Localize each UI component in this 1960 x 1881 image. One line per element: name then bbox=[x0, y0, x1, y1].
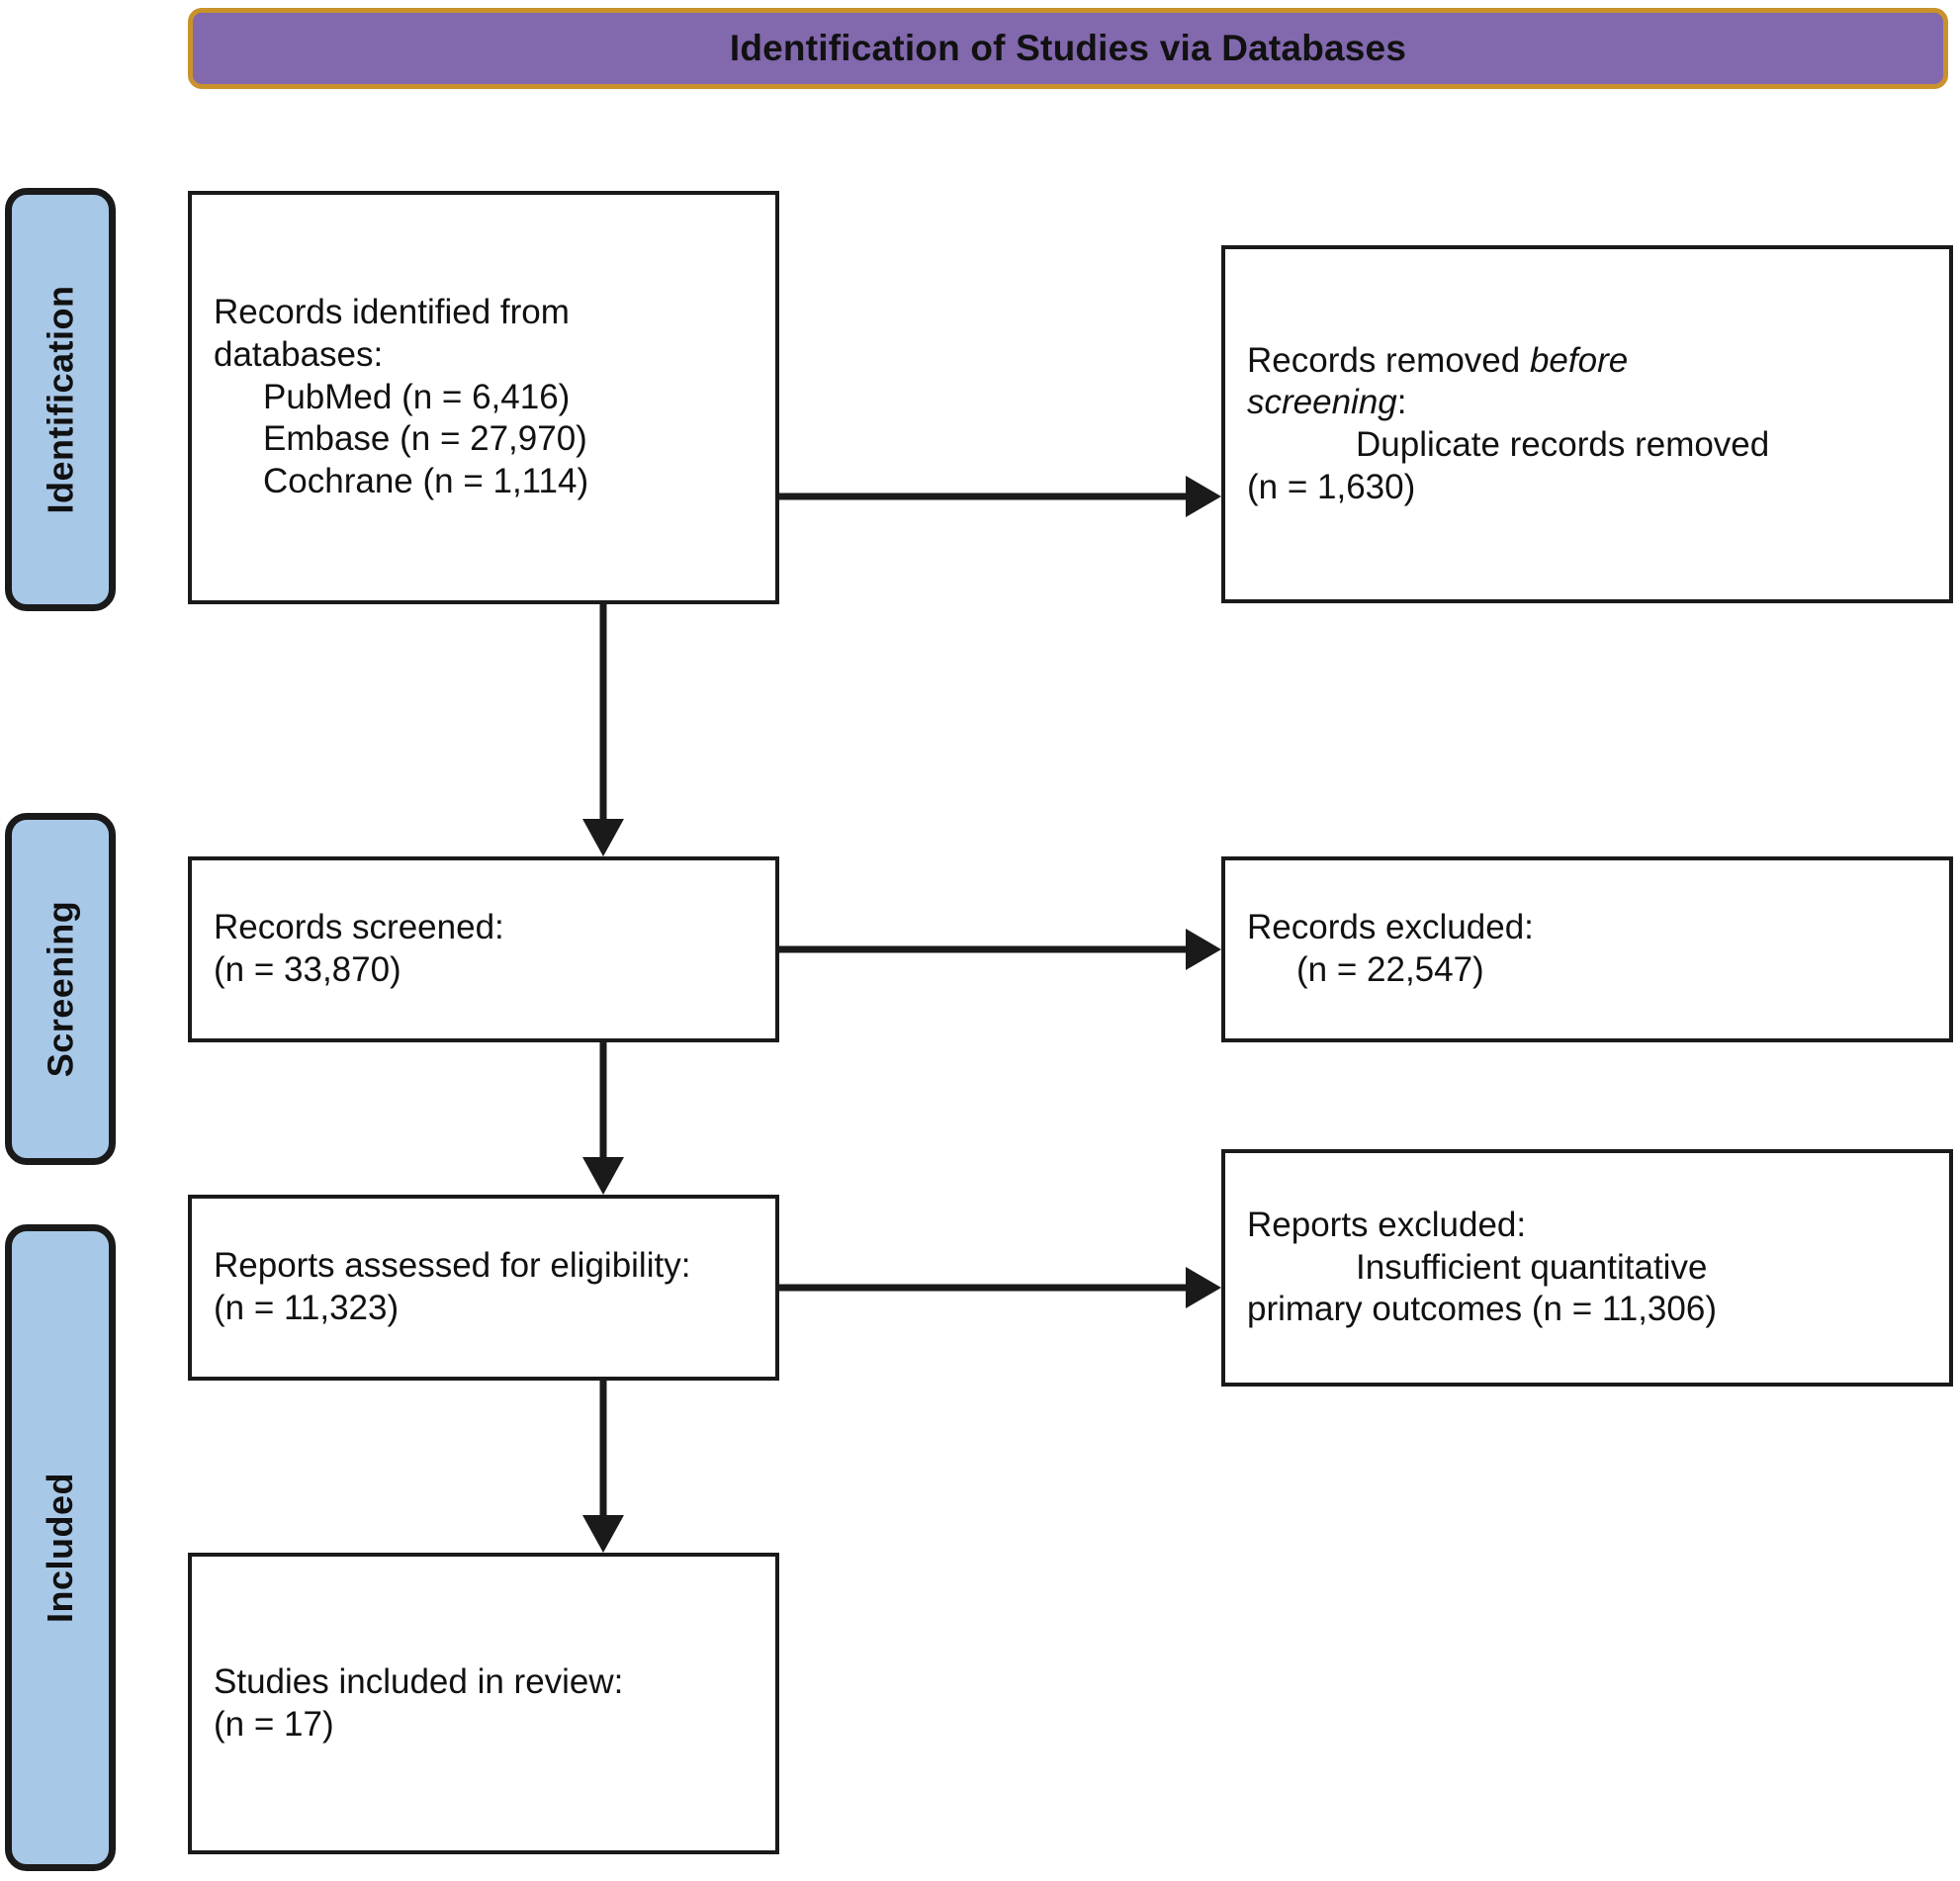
box-records-screened: Records screened: (n = 33,870) bbox=[188, 856, 779, 1042]
records-removed-line-2-italic: screening bbox=[1247, 383, 1397, 422]
stage-label-identification-text: Identification bbox=[40, 285, 80, 514]
box-records-removed-before-screening: Records removed before screening: Duplic… bbox=[1221, 245, 1953, 603]
records-screened-count: (n = 33,870) bbox=[214, 950, 401, 989]
arrowhead-screened-to-eligibility bbox=[582, 1157, 624, 1195]
box-records-identified: Records identified from databases: PubMe… bbox=[188, 191, 779, 604]
records-removed-line-2-post: : bbox=[1396, 383, 1407, 422]
records-identified-line-2: databases: bbox=[214, 334, 384, 374]
box-reports-excluded: Reports excluded: Insufficient quantitat… bbox=[1221, 1149, 1953, 1387]
stage-label-identification: Identification bbox=[5, 188, 116, 611]
studies-included-count: (n = 17) bbox=[214, 1704, 334, 1744]
records-removed-line-1-italic: before bbox=[1529, 340, 1629, 380]
records-identified-line-1: Records identified from bbox=[214, 293, 570, 332]
arrowhead-screened-to-excluded bbox=[1186, 929, 1221, 970]
reports-excluded-label: Reports excluded: bbox=[1247, 1205, 1527, 1244]
stage-label-included-text: Included bbox=[40, 1472, 81, 1624]
arrowhead-identified-to-screened bbox=[582, 819, 624, 856]
records-screened-label: Records screened: bbox=[214, 908, 504, 947]
box-reports-assessed-eligibility: Reports assessed for eligibility: (n = 1… bbox=[188, 1195, 779, 1381]
box-studies-included-text: Studies included in review: (n = 17) bbox=[192, 1661, 775, 1746]
box-records-excluded-text: Records excluded: (n = 22,547) bbox=[1225, 907, 1949, 991]
records-identified-embase: Embase (n = 27,970) bbox=[263, 419, 587, 459]
records-identified-pubmed: PubMed (n = 6,416) bbox=[263, 377, 571, 416]
records-excluded-count: (n = 22,547) bbox=[1296, 950, 1484, 989]
stage-label-screening: Screening bbox=[5, 813, 116, 1165]
records-identified-cochrane: Cochrane (n = 1,114) bbox=[263, 462, 589, 501]
page-title: Identification of Studies via Databases bbox=[729, 28, 1407, 68]
diagram-header-banner: Identification of Studies via Databases bbox=[188, 8, 1948, 89]
studies-included-label: Studies included in review: bbox=[214, 1661, 624, 1701]
records-removed-line-2: screening: bbox=[1247, 382, 1927, 424]
box-reports-excluded-text: Reports excluded: Insufficient quantitat… bbox=[1225, 1205, 1949, 1331]
box-records-identified-text: Records identified from databases: PubMe… bbox=[192, 292, 775, 502]
records-removed-line-1: Records removed before bbox=[1247, 340, 1927, 383]
reports-excluded-reason: Insufficient quantitative bbox=[1356, 1247, 1708, 1287]
arrowhead-identified-to-removed bbox=[1186, 476, 1221, 517]
box-records-removed-text: Records removed before screening: Duplic… bbox=[1225, 340, 1949, 509]
box-reports-assessed-text: Reports assessed for eligibility: (n = 1… bbox=[192, 1245, 775, 1329]
arrowhead-eligibility-to-included bbox=[582, 1515, 624, 1553]
reports-assessed-count: (n = 11,323) bbox=[214, 1289, 400, 1327]
reports-excluded-count: primary outcomes (n = 11,306) bbox=[1247, 1290, 1717, 1329]
records-removed-duplicates: Duplicate records removed bbox=[1356, 425, 1770, 464]
stage-label-included: Included bbox=[5, 1224, 116, 1871]
box-studies-included: Studies included in review: (n = 17) bbox=[188, 1553, 779, 1854]
records-removed-count: (n = 1,630) bbox=[1247, 467, 1416, 506]
box-records-screened-text: Records screened: (n = 33,870) bbox=[192, 907, 775, 991]
reports-assessed-label: Reports assessed for eligibility: bbox=[214, 1246, 691, 1286]
records-excluded-label: Records excluded: bbox=[1247, 908, 1534, 947]
stage-label-screening-text: Screening bbox=[40, 900, 80, 1078]
records-removed-line-1-pre: Records removed bbox=[1247, 340, 1530, 380]
box-records-excluded: Records excluded: (n = 22,547) bbox=[1221, 856, 1953, 1042]
arrowhead-eligibility-to-reports-excluded bbox=[1186, 1267, 1221, 1308]
